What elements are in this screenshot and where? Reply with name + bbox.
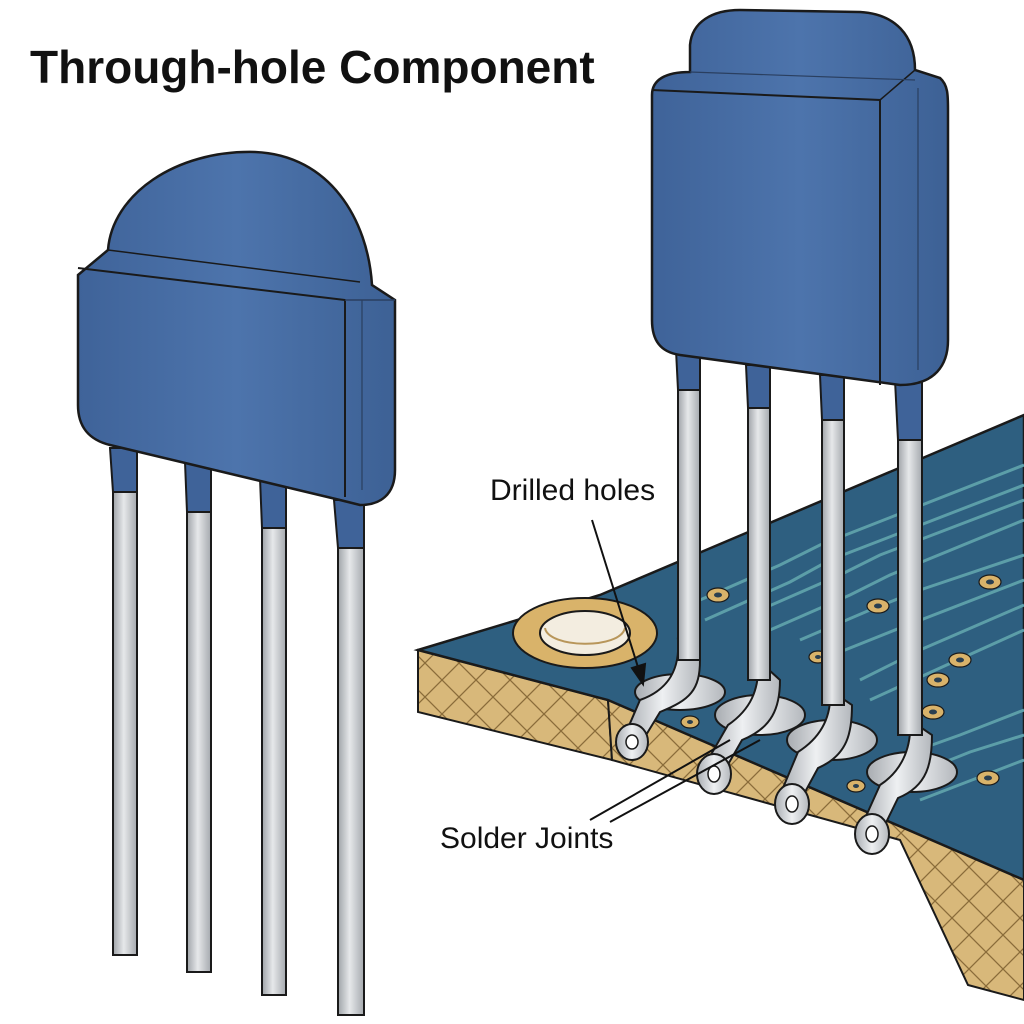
left-component-leads: [108, 447, 365, 1016]
left-component: [76, 150, 397, 1016]
right-component-leads: [674, 349, 923, 736]
lead: [818, 374, 845, 706]
solder-joints-leader-2: [609, 739, 761, 823]
right-component: [650, 8, 950, 736]
solder-joint: [774, 688, 878, 825]
lead: [258, 477, 287, 996]
drilled-holes-leader: [591, 519, 643, 681]
solder-joints: [615, 637, 958, 855]
solder-joints-label: Solder Joints: [440, 822, 614, 855]
drilled-holes-label: Drilled holes: [490, 474, 656, 507]
callout-lines: [589, 519, 761, 823]
solder-joint: [615, 637, 726, 761]
via: [921, 704, 945, 720]
via: [866, 598, 890, 614]
lead: [674, 349, 701, 661]
diagram-title: Through-hole Component: [30, 41, 595, 93]
via: [926, 672, 950, 688]
left-component-body: [76, 150, 397, 507]
right-component-body: [650, 8, 950, 387]
via: [976, 770, 1000, 786]
pcb-vias: [680, 574, 1002, 793]
via: [846, 779, 866, 793]
lead: [108, 447, 138, 956]
lead: [744, 364, 771, 681]
via: [706, 587, 730, 603]
via: [978, 574, 1002, 590]
via: [948, 652, 972, 668]
lead: [183, 461, 212, 973]
solder-joint: [696, 657, 806, 795]
drilled-holes-arrowhead: [630, 662, 647, 687]
via: [680, 715, 700, 729]
lead: [332, 499, 365, 1016]
solder-joints-leader: [589, 739, 731, 821]
lead: [893, 379, 923, 736]
solder-joint: [854, 718, 958, 855]
